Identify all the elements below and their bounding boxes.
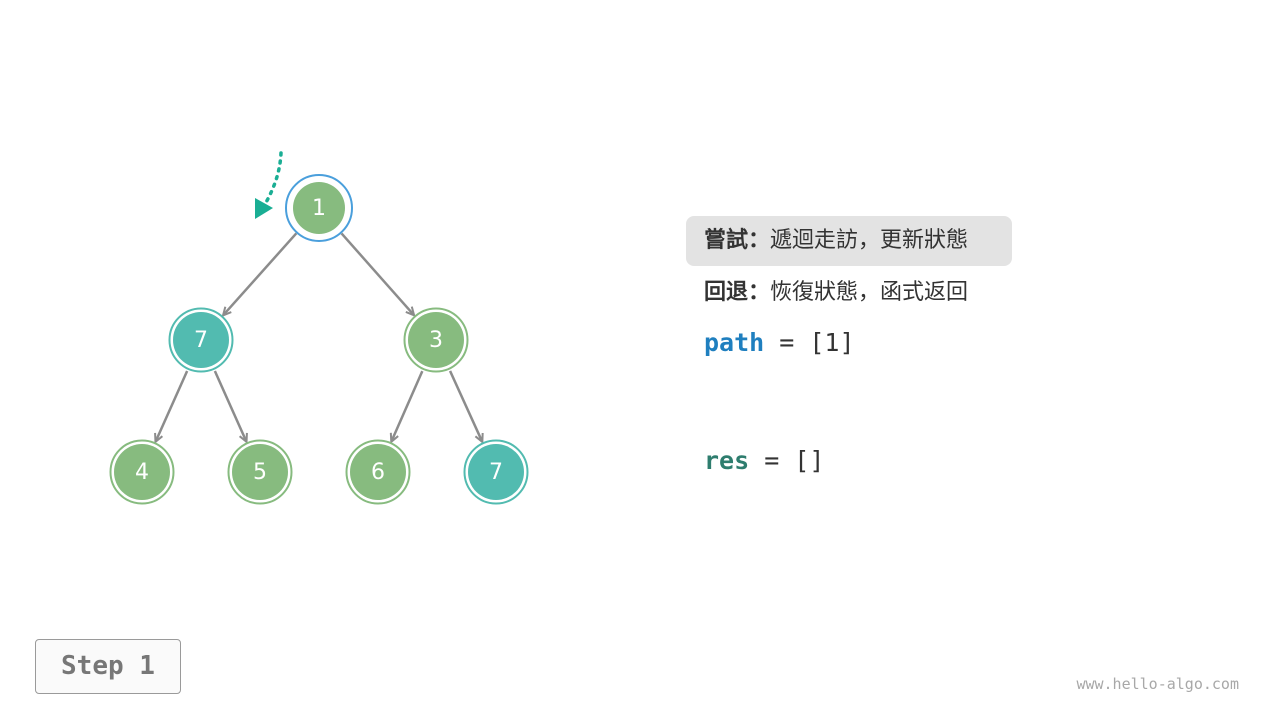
tree-edge <box>340 232 414 314</box>
tree-node: 6 <box>345 439 411 505</box>
tree-node-circle <box>232 444 288 500</box>
tree-edge <box>156 370 189 441</box>
tree-node-value: 7 <box>489 460 503 485</box>
tree-node-circle <box>293 182 345 234</box>
current-node-pointer <box>255 151 283 219</box>
step-indicator: Step 1 <box>35 639 181 694</box>
tree-node: 1 <box>285 174 353 242</box>
tree-node-value: 6 <box>371 460 385 485</box>
tree-node-value: 3 <box>429 328 443 353</box>
tree-node-value: 5 <box>253 460 267 485</box>
tree-edge <box>448 370 482 441</box>
res-state: res = [] <box>704 445 824 477</box>
tree-node: 7 <box>463 439 529 505</box>
tree-edge <box>392 370 424 441</box>
tree-node-circle <box>173 312 229 368</box>
tree-node: 4 <box>109 439 175 505</box>
backtrack-legend-label: 回退： <box>704 280 771 305</box>
try-legend-label: 嘗試： <box>704 228 771 253</box>
res-variable: res <box>704 446 750 475</box>
tree-node-circle <box>114 444 170 500</box>
tree-node-circle <box>468 444 524 500</box>
tree-node-circle <box>350 444 406 500</box>
try-legend-text: 遞迴走訪，更新狀態 <box>770 228 969 253</box>
tree-edge <box>224 232 298 314</box>
site-watermark: www.hello-algo.com <box>1076 675 1239 693</box>
tree-node: 5 <box>227 439 293 505</box>
tree-node-value: 7 <box>194 328 208 353</box>
path-state: path = [1] <box>704 327 855 359</box>
path-variable: path <box>704 328 765 357</box>
try-legend: 嘗試：遞迴走訪，更新狀態 <box>686 216 1012 266</box>
backtrack-legend: 回退：恢復狀態，函式返回 <box>686 268 968 318</box>
tree-node: 3 <box>403 307 469 373</box>
tree-node-value: 1 <box>312 196 326 221</box>
path-value: = [1] <box>764 328 855 357</box>
binary-tree-diagram: 1 7 3 4 5 6 7 <box>109 151 529 505</box>
tree-edge <box>213 370 246 441</box>
backtrack-legend-text: 恢復狀態，函式返回 <box>770 280 969 305</box>
tree-node-circle <box>408 312 464 368</box>
tree-node: 7 <box>168 307 234 373</box>
res-value: = [] <box>749 446 825 475</box>
tree-node-value: 4 <box>135 460 149 485</box>
